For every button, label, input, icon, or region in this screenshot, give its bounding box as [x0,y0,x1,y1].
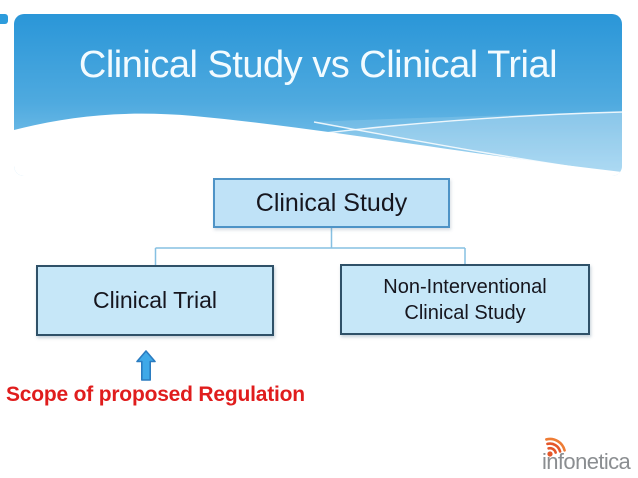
diagram-box-label: Clinical Study [255,188,408,217]
scope-annotation-label: Scope of proposed Regulation [6,383,305,406]
slide-title: Clinical Study vs Clinical Trial [78,44,558,86]
diagram-box-clinical-trial: Clinical Trial [36,265,274,336]
infonetica-logo: infonetica [542,434,638,476]
diagram-box-label: Clinical Trial [93,287,217,313]
hierarchy-connectors [154,226,466,266]
logo-wordmark: infonetica [542,449,631,474]
diagram-box-label: Non-Interventional Clinical Study [383,275,547,324]
banner-wave-decoration [14,14,622,176]
diagram-box-non-interventional-clinical-study: Non-Interventional Clinical Study [340,264,590,335]
title-banner: Clinical Study vs Clinical Trial [14,14,622,176]
up-arrow-icon [136,350,156,381]
slide-corner-accent [0,14,8,24]
wifi-signal-icon [545,437,566,457]
diagram-box-clinical-study: Clinical Study [213,178,450,228]
connector-lines [154,226,466,266]
